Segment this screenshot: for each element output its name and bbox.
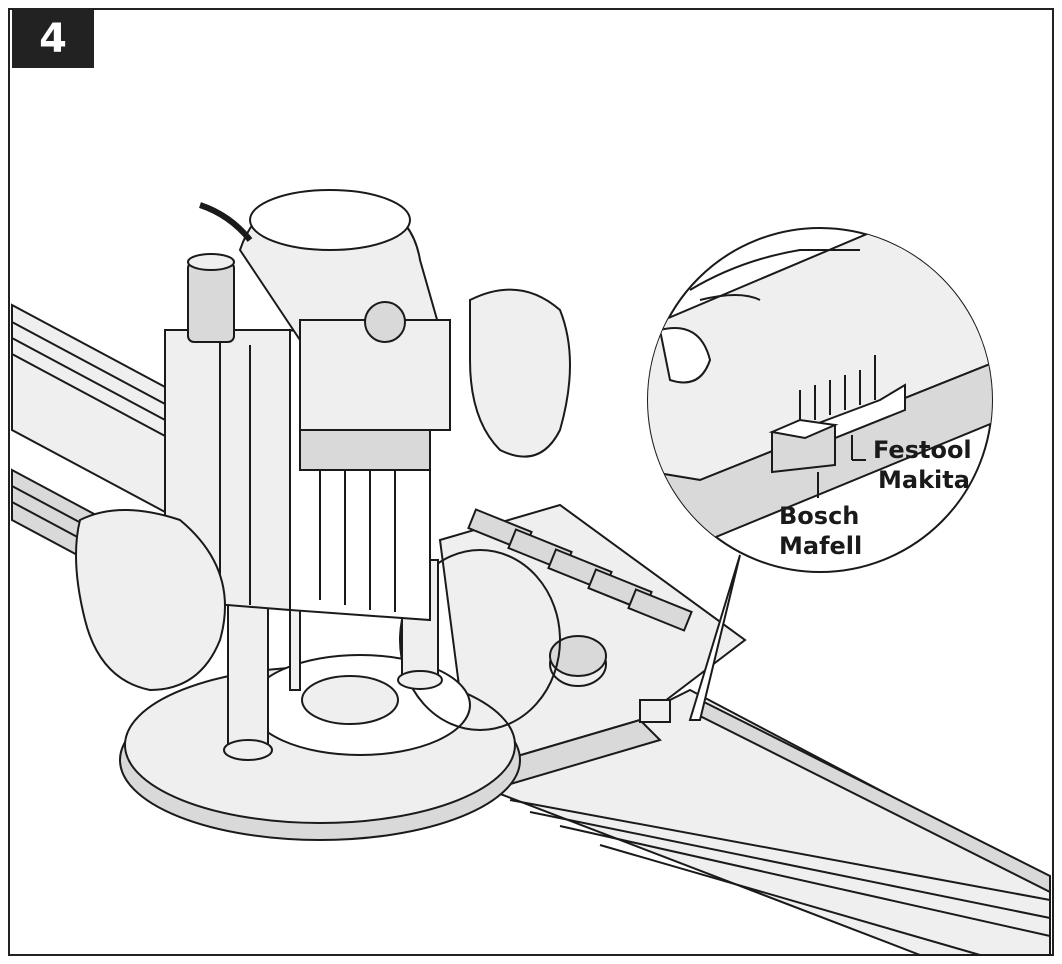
step-number-badge: 4	[12, 10, 94, 68]
label-makita: Makita	[878, 466, 970, 494]
label-bosch: Bosch	[779, 502, 860, 530]
label-mafell: Mafell	[779, 532, 863, 560]
router-motor-head	[199, 189, 451, 431]
router-handles	[75, 288, 571, 692]
guide-rail-right	[487, 688, 1051, 956]
label-festool: Festool	[873, 436, 972, 464]
detail-magnifier-lens	[647, 227, 993, 721]
router-base-plate	[119, 549, 561, 841]
